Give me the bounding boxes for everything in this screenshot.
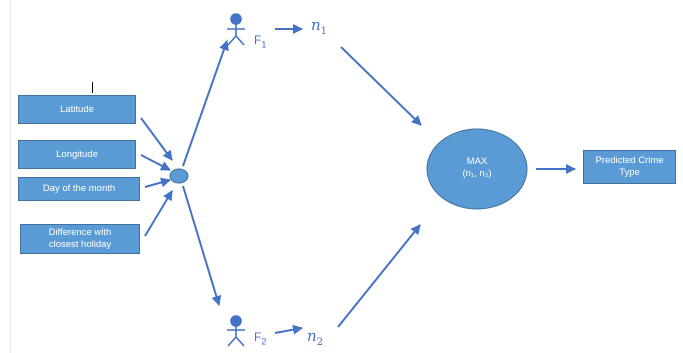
output-label: Predicted Crime Type bbox=[595, 155, 664, 178]
hub-node bbox=[169, 168, 189, 184]
input-latitude-label: Latitude bbox=[60, 103, 94, 115]
arrow-latitude-to-hub bbox=[140, 117, 173, 161]
text-cursor bbox=[92, 82, 93, 93]
page-left-border bbox=[10, 0, 11, 353]
input-holiday-box: Difference with closest holiday bbox=[20, 224, 140, 254]
arrow-f2-to-n2 bbox=[274, 324, 303, 335]
max-node bbox=[426, 128, 528, 210]
feature-2-label: F2 bbox=[254, 330, 267, 347]
input-longitude-label: Longitude bbox=[56, 148, 98, 160]
arrow-day-to-hub bbox=[144, 177, 171, 188]
node-n1-label: n1 bbox=[311, 16, 328, 37]
person-icon bbox=[227, 13, 245, 46]
arrow-longitude-to-hub bbox=[140, 154, 171, 171]
node-n2-label: n2 bbox=[307, 327, 324, 348]
arrow-hub-to-f2 bbox=[182, 185, 222, 306]
max-node-label: MAX (n₁, n₂) bbox=[437, 156, 517, 180]
input-longitude-box: Longitude bbox=[18, 140, 136, 169]
input-holiday-label: Difference with closest holiday bbox=[48, 227, 112, 250]
arrow-n2-to-max bbox=[337, 224, 421, 328]
arrow-hub-to-f1 bbox=[182, 40, 229, 167]
max-title: MAX bbox=[466, 156, 488, 167]
output-box: Predicted Crime Type bbox=[583, 150, 676, 184]
input-day-box: Day of the month bbox=[18, 177, 140, 201]
input-day-label: Day of the month bbox=[42, 183, 116, 194]
arrow-holiday-to-hub bbox=[144, 190, 173, 237]
feature-1-label: F1 bbox=[254, 33, 267, 50]
person-icon bbox=[227, 315, 245, 347]
input-latitude-box: Latitude bbox=[18, 95, 136, 124]
arrow-n1-to-max bbox=[340, 46, 422, 126]
max-args: (n₁, n₂) bbox=[462, 168, 492, 179]
